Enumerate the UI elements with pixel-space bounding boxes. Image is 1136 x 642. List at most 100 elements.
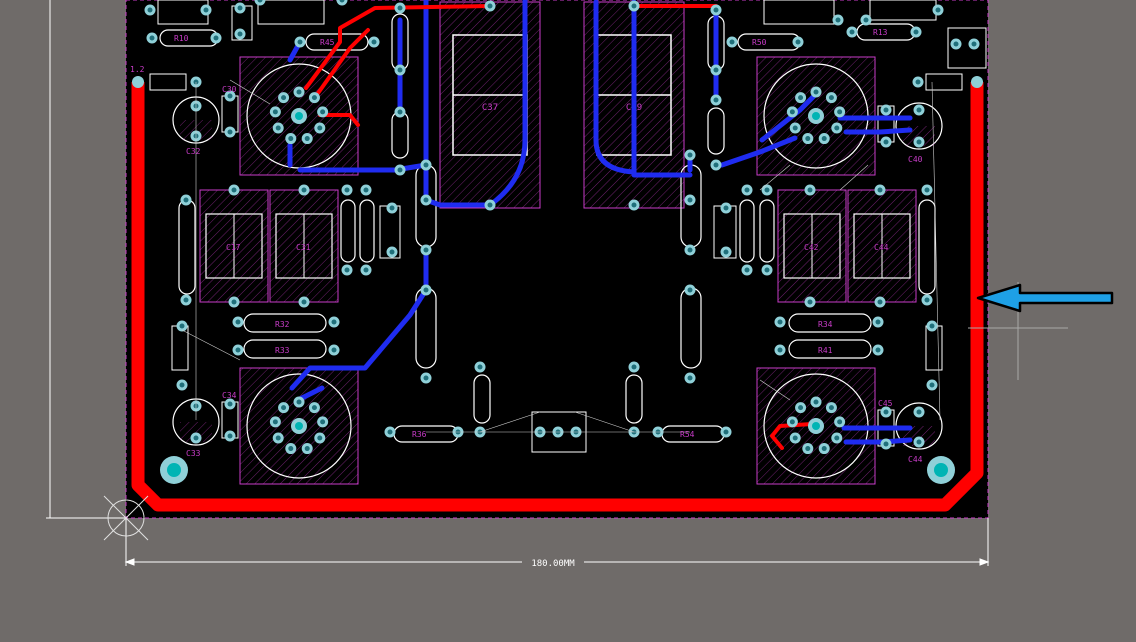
pad-drill: [257, 0, 263, 3]
mounting-hole-left: [160, 456, 188, 484]
pad-drill: [193, 435, 199, 441]
pad-drill: [828, 95, 834, 101]
pad-drill: [916, 409, 922, 415]
mounting-hole-right: [927, 456, 955, 484]
pad-drill: [883, 107, 889, 113]
pad-drill: [331, 347, 337, 353]
pad-drill: [723, 249, 729, 255]
pad-drill: [235, 347, 241, 353]
pad-drill: [916, 439, 922, 445]
pad-drill: [203, 7, 209, 13]
pad-drill: [179, 382, 185, 388]
pad-drill: [275, 125, 281, 131]
pad-drill: [235, 319, 241, 325]
svg-text:R10: R10: [174, 34, 189, 43]
svg-text:1.2: 1.2: [130, 65, 145, 74]
film-capacitor-right-b[interactable]: [847, 189, 917, 303]
origin-marker: [103, 495, 149, 541]
pad-drill: [723, 205, 729, 211]
pad-drill: [777, 347, 783, 353]
svg-text:C30: C30: [222, 85, 237, 94]
pad-drill: [713, 7, 719, 13]
pad-drill: [807, 187, 813, 193]
pad-drill: [713, 67, 719, 73]
pad-drill: [317, 435, 323, 441]
pad-drill: [877, 187, 883, 193]
pad-drill: [304, 446, 310, 452]
pad-drill: [301, 299, 307, 305]
pad-drill: [183, 197, 189, 203]
pad-drill: [297, 39, 303, 45]
pad-drill: [183, 297, 189, 303]
pad-drill: [729, 39, 735, 45]
tube-center-drill: [812, 112, 820, 120]
pad-drill: [764, 187, 770, 193]
svg-text:R50: R50: [752, 38, 767, 47]
pad: [336, 0, 348, 6]
svg-text:R41: R41: [818, 346, 833, 355]
tube-center-drill: [295, 112, 303, 120]
annotation-arrow: [976, 283, 1114, 313]
pad-drill: [837, 419, 843, 425]
pad-drill: [924, 187, 930, 193]
pad-drill: [687, 287, 693, 293]
svg-text:C45: C45: [878, 399, 893, 408]
pad-drill: [237, 5, 243, 11]
pad-drill: [227, 433, 233, 439]
pad-drill: [237, 31, 243, 37]
svg-text:R32: R32: [275, 320, 290, 329]
pad-drill: [387, 429, 393, 435]
svg-text:C44: C44: [874, 243, 889, 252]
pad-drill: [311, 95, 317, 101]
pad-drill: [301, 187, 307, 193]
tube-socket-bottom-left[interactable]: [239, 367, 359, 485]
pad-drill: [487, 202, 493, 208]
pad-drill: [744, 187, 750, 193]
pad-drill: [288, 446, 294, 452]
capacitor-c37-label: C37: [482, 103, 498, 113]
pad-drill: [971, 41, 977, 47]
pad-drill: [792, 435, 798, 441]
pad-drill: [953, 41, 959, 47]
pad-drill: [849, 29, 855, 35]
pad-drill: [275, 435, 281, 441]
pad-drill: [789, 419, 795, 425]
svg-text:R36: R36: [412, 430, 427, 439]
pad-drill: [272, 419, 278, 425]
pad-drill: [477, 364, 483, 370]
pad-drill: [863, 17, 869, 23]
pad-drill: [227, 129, 233, 135]
pad-drill: [875, 319, 881, 325]
svg-text:C44: C44: [908, 455, 923, 464]
pad-drill: [363, 267, 369, 273]
pad-drill: [281, 95, 287, 101]
pad-drill: [916, 139, 922, 145]
component-pads: [144, 0, 980, 455]
pad-drill: [723, 429, 729, 435]
pad-drill: [883, 441, 889, 447]
svg-text:R34: R34: [818, 320, 833, 329]
pad-drill: [883, 139, 889, 145]
pad-drill: [227, 93, 233, 99]
svg-text:R45: R45: [320, 38, 335, 47]
pad-drill: [389, 249, 395, 255]
pad-drill: [687, 152, 693, 158]
pad-drill: [798, 405, 804, 411]
pad-drill: [231, 187, 237, 193]
film-capacitor-left-a[interactable]: [199, 189, 269, 303]
pad-drill: [631, 202, 637, 208]
pad-drill: [835, 17, 841, 23]
pad-drill: [687, 247, 693, 253]
pad-drill: [487, 3, 493, 9]
pad-drill: [916, 107, 922, 113]
film-capacitor-right-a[interactable]: [777, 189, 847, 303]
pad-drill: [875, 347, 881, 353]
pad-drill: [798, 95, 804, 101]
pad-drill: [789, 109, 795, 115]
pad-drill: [883, 409, 889, 415]
pad-drill: [821, 446, 827, 452]
pad-drill: [213, 35, 219, 41]
film-capacitor-left-b[interactable]: [269, 189, 339, 303]
svg-text:R13: R13: [873, 28, 888, 37]
